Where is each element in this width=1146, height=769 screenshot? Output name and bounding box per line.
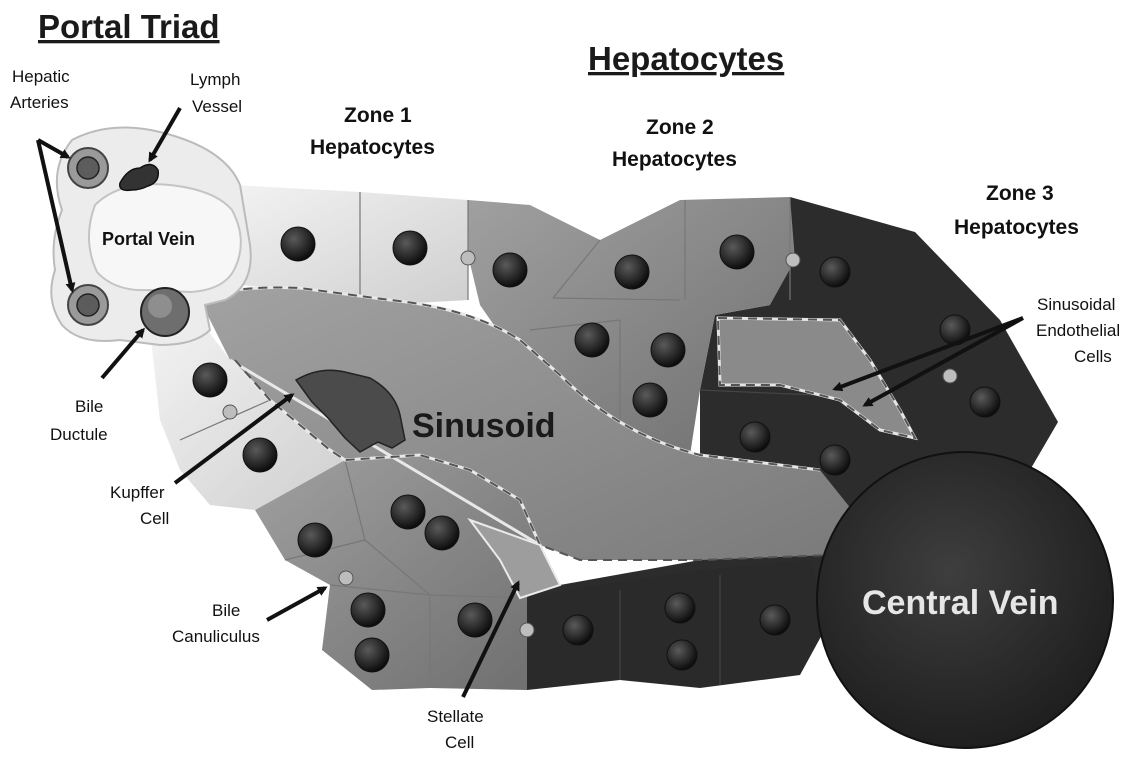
zone2-label: Zone 2 Hepatocytes bbox=[612, 116, 737, 171]
hepatocyte-nucleus bbox=[820, 445, 850, 475]
sinusoidal-endothelial-label: Sinusoidal Endothelial Cells bbox=[1036, 295, 1125, 366]
lymph-vessel-line2: Vessel bbox=[192, 97, 242, 116]
hepatocyte-nucleus bbox=[458, 603, 492, 637]
hepatocytes-header: Hepatocytes bbox=[588, 40, 784, 77]
lymph-vessel-label: Lymph Vessel bbox=[190, 70, 245, 116]
sinusoidal-line2: Endothelial bbox=[1036, 321, 1120, 340]
central-vein-label: Central Vein bbox=[862, 584, 1059, 622]
hepatocyte-nucleus bbox=[665, 593, 695, 623]
bile-canaliculus bbox=[461, 251, 475, 265]
zone2-line1: Zone 2 bbox=[646, 116, 714, 139]
portal-triad-header: Portal Triad bbox=[38, 8, 220, 45]
hepatocyte-nucleus bbox=[720, 235, 754, 269]
hepatocyte-nucleus bbox=[393, 231, 427, 265]
bile-canaliculus bbox=[223, 405, 237, 419]
bile-ductule-line1: Bile bbox=[75, 397, 103, 416]
hepatic-arteries-label: Hepatic Arteries bbox=[10, 67, 74, 112]
zone3-label: Zone 3 Hepatocytes bbox=[954, 182, 1079, 239]
hepatic-artery-upper bbox=[68, 148, 108, 188]
hepatocyte-nucleus bbox=[970, 387, 1000, 417]
stellate-line2: Cell bbox=[445, 733, 474, 752]
hepatocyte-nucleus bbox=[493, 253, 527, 287]
bile-canaliculus bbox=[339, 571, 353, 585]
hepatocyte-nucleus bbox=[667, 640, 697, 670]
hepatocyte-nucleus bbox=[575, 323, 609, 357]
bile-canaliculus bbox=[520, 623, 534, 637]
hepatocyte-nucleus bbox=[391, 495, 425, 529]
bile-ductule-line2: Ductule bbox=[50, 425, 108, 444]
bile-canuliculus-label: Bile Canuliculus bbox=[172, 601, 260, 646]
hepatocyte-nucleus bbox=[563, 615, 593, 645]
zone1-line2: Hepatocytes bbox=[310, 136, 435, 159]
bile-ductule-label: Bile Ductule bbox=[50, 397, 108, 444]
hepatocyte-nucleus bbox=[740, 422, 770, 452]
zone2-line2: Hepatocytes bbox=[612, 148, 737, 171]
zone1-label: Zone 1 Hepatocytes bbox=[310, 104, 435, 159]
kupffer-line1: Kupffer bbox=[110, 483, 165, 502]
stellate-line1: Stellate bbox=[427, 707, 484, 726]
hepatocyte-nucleus bbox=[820, 257, 850, 287]
sinusoidal-line3: Cells bbox=[1074, 347, 1112, 366]
hepatocyte-nucleus bbox=[243, 438, 277, 472]
zone3-line2: Hepatocytes bbox=[954, 216, 1079, 239]
hepatocyte-nucleus bbox=[193, 363, 227, 397]
stellate-cell-label: Stellate Cell bbox=[427, 707, 488, 752]
bile-canaliculus bbox=[786, 253, 800, 267]
zone2-hepatocytes-lower bbox=[255, 455, 540, 690]
hepatocyte-nucleus bbox=[351, 593, 385, 627]
zone1-line1: Zone 1 bbox=[344, 104, 412, 127]
hepatocyte-nucleus bbox=[633, 383, 667, 417]
hepatocyte-nucleus bbox=[298, 523, 332, 557]
portal-vein-label: Portal Vein bbox=[102, 229, 195, 249]
hepatic-arteries-line2: Arteries bbox=[10, 93, 69, 112]
kupffer-cell-label: Kupffer Cell bbox=[110, 483, 169, 528]
lymph-vessel-line1: Lymph bbox=[190, 70, 240, 89]
sinusoidal-line1: Sinusoidal bbox=[1037, 295, 1115, 314]
hepatocyte-nucleus bbox=[760, 605, 790, 635]
hepatocyte-nucleus bbox=[425, 516, 459, 550]
hepatocyte-nucleus bbox=[355, 638, 389, 672]
sinusoid-label: Sinusoid bbox=[412, 407, 556, 445]
kupffer-line2: Cell bbox=[140, 509, 169, 528]
bile-canuliculus-line1: Bile bbox=[212, 601, 240, 620]
zone3-line1: Zone 3 bbox=[986, 182, 1054, 205]
bile-canaliculus bbox=[943, 369, 957, 383]
hepatocyte-nucleus bbox=[281, 227, 315, 261]
hepatocyte-nucleus bbox=[651, 333, 685, 367]
bile-canuliculus-line2: Canuliculus bbox=[172, 627, 260, 646]
hepatic-artery-lower bbox=[68, 285, 108, 325]
hepatocyte-nucleus bbox=[615, 255, 649, 289]
hepatic-arteries-line1: Hepatic bbox=[12, 67, 70, 86]
